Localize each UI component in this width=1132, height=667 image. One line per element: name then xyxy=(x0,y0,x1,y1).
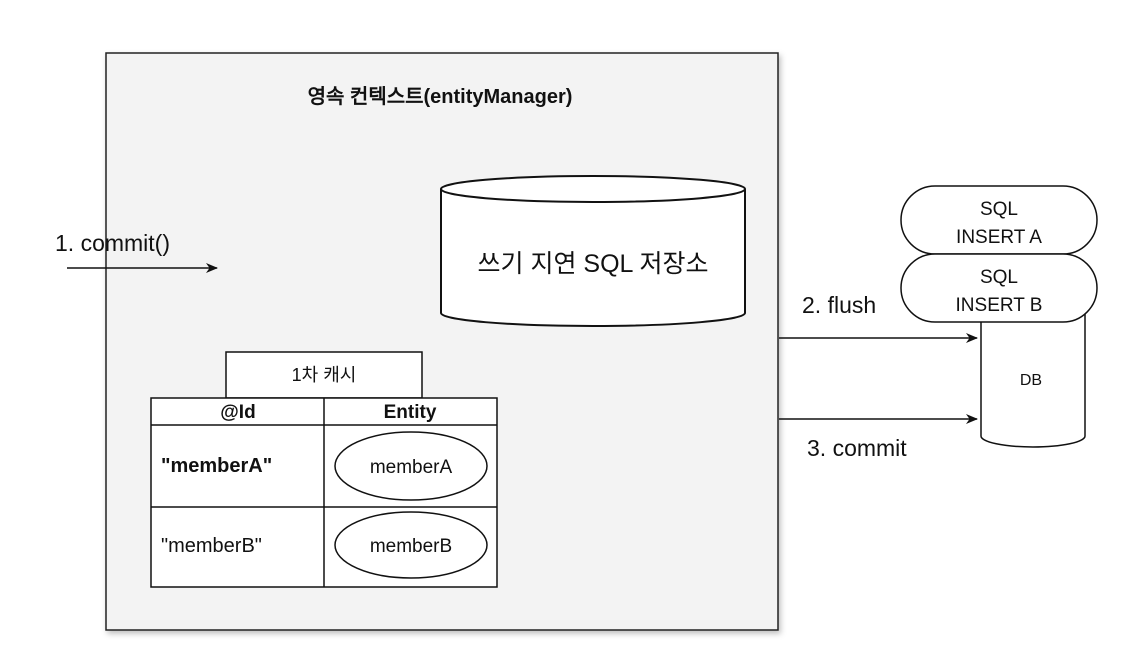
db-label: DB xyxy=(1020,372,1042,389)
sql-insert-b-line2: INSERT B xyxy=(956,295,1043,316)
sql-insert-a: SQL INSERT A xyxy=(900,185,1098,255)
context-title: 영속 컨텍스트(entityManager) xyxy=(308,85,573,108)
sql-store-label: 쓰기 지연 SQL 저장소 xyxy=(478,250,709,278)
cache-title-tab xyxy=(225,351,423,399)
flush-label: 2. flush xyxy=(802,292,876,318)
sql-insert-b-line1: SQL xyxy=(980,267,1018,288)
sql-insert-a-line2: INSERT A xyxy=(956,227,1042,248)
header-id: @Id xyxy=(220,402,255,423)
entity-membera-oval xyxy=(334,431,488,501)
cache-title: 1차 캐시 xyxy=(292,365,357,385)
sql-insert-b: SQL INSERT B xyxy=(900,253,1098,323)
header-entity: Entity xyxy=(384,402,437,423)
sql-store-cylinder: 쓰기 지연 SQL 저장소 xyxy=(440,175,746,327)
row-id-membera: "memberA" xyxy=(161,455,272,477)
entity-membera: memberA xyxy=(370,457,453,478)
entity-memberb-oval xyxy=(334,511,488,579)
sql-insert-a-line1: SQL xyxy=(980,199,1018,220)
commit-db-label: 3. commit xyxy=(807,435,907,461)
row-id-memberb: "memberB" xyxy=(161,535,262,557)
commit-in-label: 1. commit() xyxy=(55,230,170,256)
entity-memberb: memberB xyxy=(370,536,452,557)
first-level-cache: 1차 캐시 @Id Entity "memberA" memberA "memb… xyxy=(150,351,498,588)
